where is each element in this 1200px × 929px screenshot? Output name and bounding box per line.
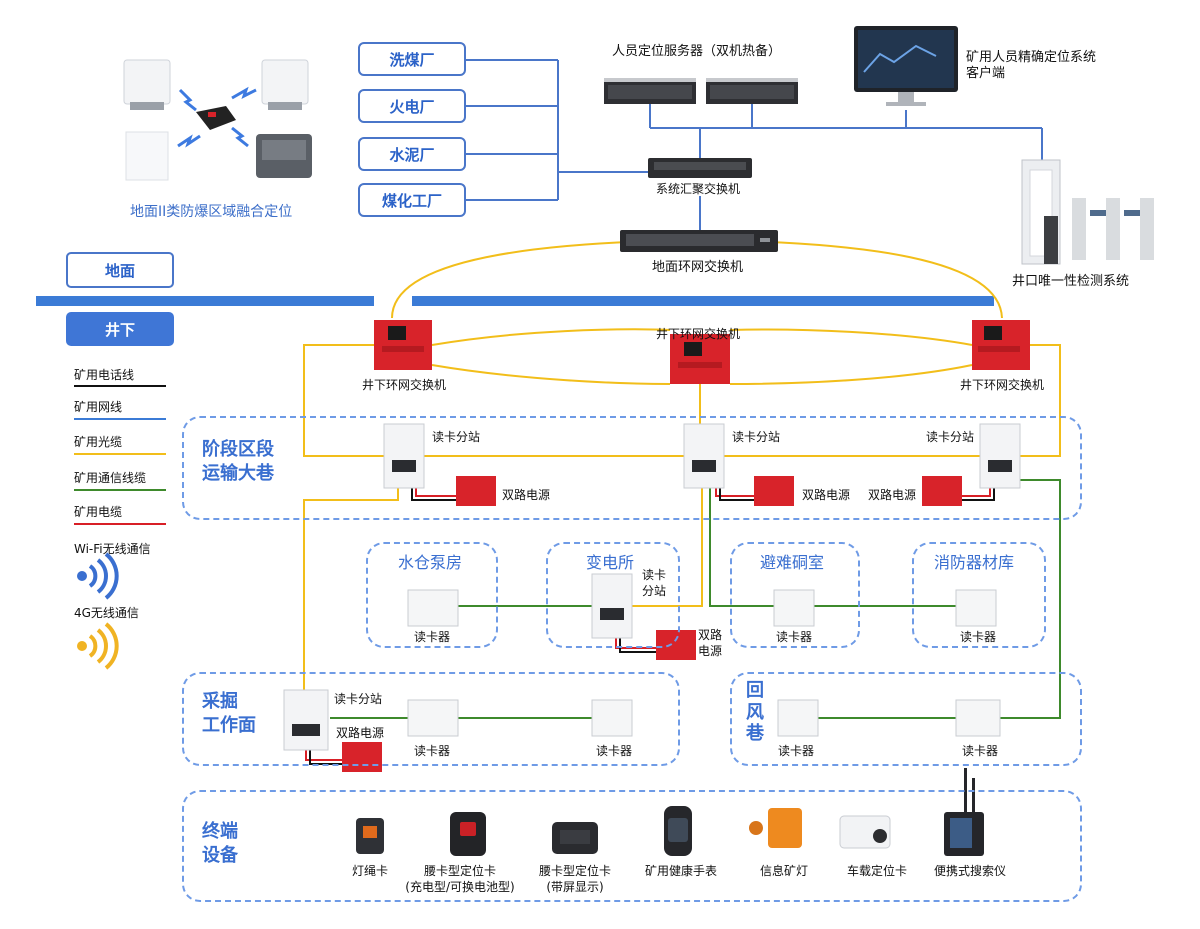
zone-pump-label: 水仓泵房 [398,553,463,572]
client-label-2: 客户端 [966,66,1006,81]
dual-power-label-mining: 双路电源 [336,726,385,740]
network-cables [466,59,1043,230]
zone-refuge-label: 避难硐室 [760,553,825,572]
zone-substation [546,542,680,648]
zone-terminal-devices [182,790,1082,902]
legend-wifi: Wi-Fi无线通信 [74,542,151,556]
legend-power-cable-swatch [74,523,166,525]
substation-screens [292,460,1012,736]
ring-switch-label-left: 井下环网交换机 [362,378,447,392]
substation-reader-split-1: 读卡 [642,568,667,582]
reader-substation-icons [283,423,1021,751]
substation-reader-split-2: 分站 [642,584,667,598]
dual-power-label-2: 双路电源 [802,488,851,502]
substation-label-2: 读卡分站 [732,430,781,444]
reader-label-fire: 读卡器 [960,630,997,644]
monitor-icon [854,26,958,106]
ground-divider-right [412,296,994,306]
zone-refuge-chamber [730,542,860,648]
ground-ring-switch-icon [620,230,778,252]
server-label: 人员定位服务器（双机热备） [612,44,782,59]
terminal-waist-card-screen: 腰卡型定位卡 [538,864,611,878]
card-reader-icons [407,589,1001,737]
aggregation-switch-label: 系统汇聚交换机 [656,182,741,196]
underground-layer-tag: 井下 [66,312,174,346]
substation-label-3: 读卡分站 [926,430,975,444]
substation-label-mining: 读卡分站 [334,692,383,706]
facility-cement-plant: 水泥厂 [358,137,466,171]
zone-terminal-label: 终端 设备 [202,821,238,867]
server-icons [604,78,798,104]
facility-thermal-plant: 火电厂 [358,89,466,123]
terminal-waist-card-screen-sub: (带屏显示) [546,880,604,894]
zone-fire-label: 消防器材库 [934,553,1015,572]
legend-phone-line: 矿用电话线 [74,368,135,382]
substation-power-split-1: 双路 [698,628,723,642]
legend-lte: 4G无线通信 [74,606,139,620]
zone-mining-label: 采掘 工作面 [202,691,256,737]
comm-cables [330,479,1061,719]
zone-transport-roadway [182,416,1082,520]
ground-ring-switch-label: 地面环网交换机 [652,260,744,275]
facility-coal-chemical: 煤化工厂 [358,183,466,217]
ground-divider-left [36,296,374,306]
ground-layer-tag: 地面 [66,252,174,288]
terminal-portable-searcher: 便携式搜索仪 [933,864,1006,878]
terminal-waist-card-charge-sub: (充电型/可换电池型) [405,880,515,894]
terminal-waist-card-charge: 腰卡型定位卡 [423,864,496,878]
legend-comm-cable-swatch [74,489,166,491]
zone-return-air-label: 回 风 巷 [746,680,764,745]
substation-power-split-2: 电源 [698,644,723,658]
dual-power-label-1: 双路电源 [502,488,551,502]
gate-system-icon [1021,159,1154,265]
reader-label-return-2: 读卡器 [962,744,999,758]
facility-washery: 洗煤厂 [358,42,466,76]
fiber-cables [303,238,1061,690]
aggregation-switch-icon [648,158,752,178]
legend-power-cable: 矿用电缆 [74,505,123,519]
terminal-vehicle-card: 车载定位卡 [846,864,907,878]
client-label-1: 矿用人员精确定位系统 [966,50,1097,65]
zone-pump-room [366,542,498,648]
reader-label-refuge: 读卡器 [776,630,813,644]
gate-system-label: 井口唯一性检测系统 [1012,274,1130,289]
legend-phone-line-swatch [74,385,166,387]
terminal-health-watch: 矿用健康手表 [644,864,717,878]
zone-mining-face [182,672,680,766]
dual-power-label-3: 双路电源 [868,488,917,502]
reader-label-pump: 读卡器 [414,630,451,644]
zone-fire-storage [912,542,1046,648]
terminal-info-cap-lamp: 信息矿灯 [759,864,808,878]
zone-transport-label: 阶段区段 运输大巷 [202,439,274,485]
reader-label-mining-1: 读卡器 [414,744,451,758]
legend-network-cable: 矿用网线 [74,400,123,414]
legend-fiber-cable-swatch [74,453,166,455]
terminal-lamp-cord-card: 灯绳卡 [351,864,388,878]
explosion-zone-label: 地面II类防爆区域融合定位 [130,204,293,220]
legend-network-cable-swatch [74,418,166,420]
power-cables [305,488,995,765]
legend-fiber-cable: 矿用光缆 [74,435,123,449]
zone-substation-label: 变电所 [586,553,635,572]
explosion-zone-devices [123,59,312,181]
underground-ring-switch-icons [374,320,1030,384]
reader-label-mining-2: 读卡器 [596,744,633,758]
ring-switch-label-center: 井下环网交换机 [656,327,741,341]
wifi-signal-icon [77,552,119,600]
terminal-device-icons [356,768,984,856]
substation-label-1: 读卡分站 [432,430,481,444]
legend-comm-cable: 矿用通信线缆 [74,471,147,485]
lte-signal-icon [77,622,119,670]
reader-label-return-1: 读卡器 [778,744,815,758]
ring-switch-label-right: 井下环网交换机 [960,378,1045,392]
zone-return-air [730,672,1082,766]
